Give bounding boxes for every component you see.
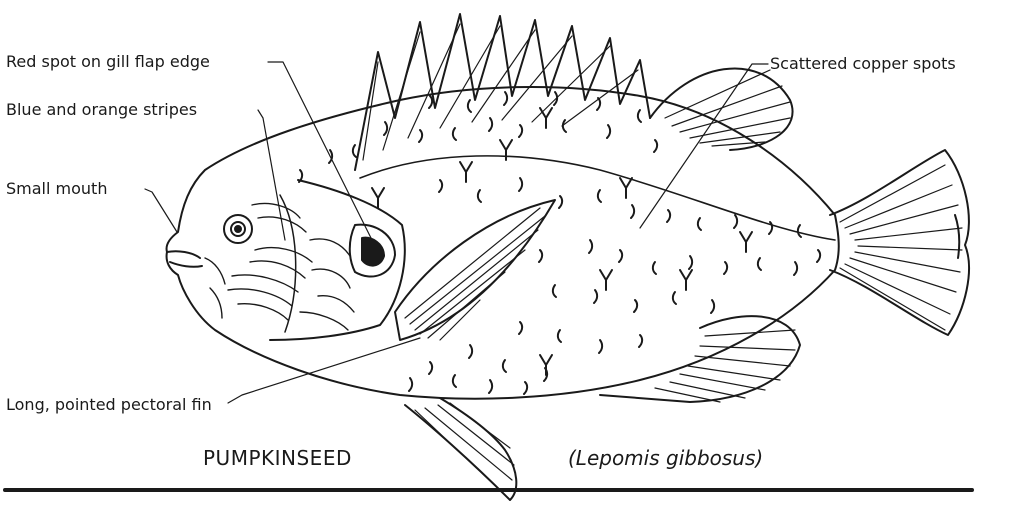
label-mouth: Small mouth — [6, 180, 107, 198]
pelvic-fin — [405, 398, 516, 500]
leader-red-spot — [268, 62, 372, 240]
mouth — [167, 251, 202, 267]
label-red-spot: Red spot on gill flap edge — [6, 53, 210, 71]
gill-flap-red-spot — [350, 225, 395, 277]
caudal-fin — [830, 150, 969, 335]
anal-fin — [600, 316, 800, 402]
label-stripes: Blue and orange stripes — [6, 101, 197, 119]
scientific-name: (Lepomis gibbosus) — [568, 447, 763, 469]
label-copper-spots: Scattered copper spots — [770, 55, 956, 73]
cheek-stripes — [205, 203, 354, 330]
label-pectoral-fin: Long, pointed pectoral fin — [6, 396, 212, 414]
pectoral-fin — [395, 200, 555, 340]
fish-body-outline — [167, 87, 839, 399]
leader-mouth — [145, 189, 177, 232]
leader-stripes — [258, 110, 285, 240]
common-name: PUMPKINSEED — [203, 447, 352, 469]
eye — [224, 215, 252, 243]
